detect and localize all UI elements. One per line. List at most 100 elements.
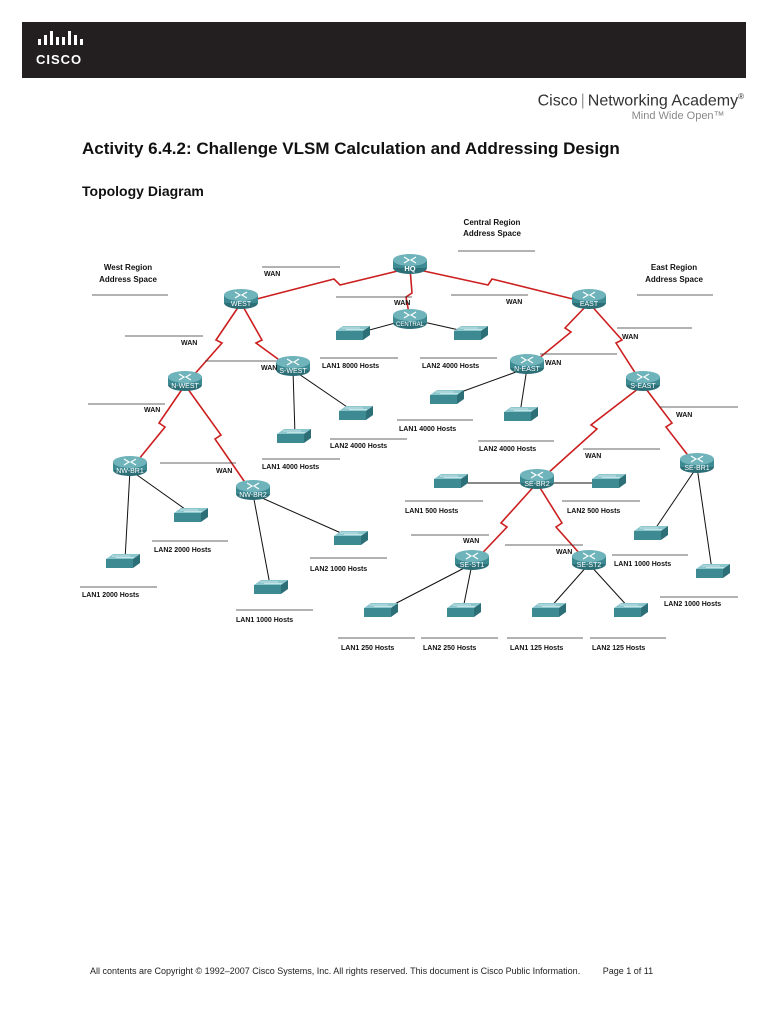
router-s-west[interactable]: S-WEST xyxy=(275,355,311,377)
lan-label: LAN1 500 Hosts xyxy=(405,508,458,515)
section-title: Topology Diagram xyxy=(82,183,204,199)
lan-label: LAN1 1000 Hosts xyxy=(236,617,293,624)
router-se-br1[interactable]: SE-BR1 xyxy=(679,452,715,474)
region-central-line1: Central Region xyxy=(464,218,521,227)
lan-label: LAN2 125 Hosts xyxy=(592,645,645,652)
region-central-line2: Address Space xyxy=(463,229,521,238)
switch-icon[interactable] xyxy=(363,602,399,618)
router-west[interactable]: WEST xyxy=(223,288,259,310)
router-label: HQ xyxy=(404,264,415,273)
page-number: Page 1 of 11 xyxy=(602,966,654,976)
switch-icon[interactable] xyxy=(446,602,482,618)
lan-label: LAN2 4000 Hosts xyxy=(330,443,387,450)
wan-label: WAN xyxy=(144,407,160,414)
wan-label: WAN xyxy=(556,549,572,556)
switch-icon[interactable] xyxy=(633,525,669,541)
router-label: EAST xyxy=(580,301,599,308)
brand-product: Networking Academy xyxy=(587,92,739,110)
cisco-logo-word: CISCO xyxy=(36,52,83,67)
router-label: SE-ST2 xyxy=(577,562,602,569)
region-west-line2: Address Space xyxy=(99,275,157,284)
page-title: Activity 6.4.2: Challenge VLSM Calculati… xyxy=(82,139,620,158)
router-hq[interactable]: HQ xyxy=(392,253,428,275)
switch-icon[interactable] xyxy=(338,405,374,421)
router-central[interactable]: CENTRAL xyxy=(392,308,428,330)
lan-label: LAN1 4000 Hosts xyxy=(399,426,456,433)
switch-icon[interactable] xyxy=(433,473,469,489)
router-n-west[interactable]: N-WEST xyxy=(167,370,203,392)
networking-academy-brand: Cisco|Networking Academy® Mind Wide Open… xyxy=(537,92,744,123)
brand-reg: ® xyxy=(738,92,744,101)
wan-label: WAN xyxy=(506,299,522,306)
switches xyxy=(105,325,731,618)
cisco-bridge-icon xyxy=(38,31,83,45)
router-label: SE-BR1 xyxy=(684,465,709,472)
lan-label: LAN2 250 Hosts xyxy=(423,645,476,652)
topology-diagram: HQ WEST EAST CENTRAL N-WEST S-WEST N-EAS… xyxy=(80,218,738,652)
router-label: S-WEST xyxy=(279,368,307,375)
copyright-text: All contents are Copyright © 1992–2007 C… xyxy=(90,966,581,976)
switch-icon[interactable] xyxy=(173,507,209,523)
router-label: WEST xyxy=(231,301,252,308)
wan-label: WAN xyxy=(264,271,280,278)
lan-label: LAN2 1000 Hosts xyxy=(664,601,721,608)
router-label: S-EAST xyxy=(630,383,656,390)
wan-label: WAN xyxy=(676,412,692,419)
address-blanks xyxy=(80,250,738,639)
lan-label: LAN1 125 Hosts xyxy=(510,645,563,652)
router-label: SE-ST1 xyxy=(460,562,485,569)
wan-label: WAN xyxy=(261,365,277,372)
switch-icon[interactable] xyxy=(335,325,371,341)
region-west-line1: West Region xyxy=(104,263,152,272)
lan-label: LAN2 4000 Hosts xyxy=(479,446,536,453)
lan-label: LAN1 1000 Hosts xyxy=(614,561,671,568)
router-label: NW-BR1 xyxy=(116,468,144,475)
brand-tagline: Mind Wide Open™ xyxy=(631,110,725,123)
switch-icon[interactable] xyxy=(531,602,567,618)
lan-label: LAN2 1000 Hosts xyxy=(310,566,367,573)
switch-icon[interactable] xyxy=(333,530,369,546)
router-label: CENTRAL xyxy=(396,322,425,328)
region-east-line1: East Region xyxy=(651,263,697,272)
router-s-east[interactable]: S-EAST xyxy=(625,370,661,392)
wan-label: WAN xyxy=(622,334,638,341)
wan-label: WAN xyxy=(545,360,561,367)
region-east-line2: Address Space xyxy=(645,275,703,284)
wan-label: WAN xyxy=(216,468,232,475)
switch-icon[interactable] xyxy=(695,563,731,579)
lan-label: LAN2 500 Hosts xyxy=(567,508,620,515)
router-se-st2[interactable]: SE-ST2 xyxy=(571,549,607,571)
switch-icon[interactable] xyxy=(276,428,312,444)
switch-icon[interactable] xyxy=(105,553,141,569)
router-nw-br1[interactable]: NW-BR1 xyxy=(112,455,148,477)
lan-label: LAN2 4000 Hosts xyxy=(422,363,479,370)
switch-icon[interactable] xyxy=(253,579,289,595)
router-label: N-EAST xyxy=(514,366,540,373)
wan-label: WAN xyxy=(585,453,601,460)
switch-icon[interactable] xyxy=(453,325,489,341)
lan-label: LAN1 2000 Hosts xyxy=(82,592,139,599)
lan-label: LAN1 4000 Hosts xyxy=(262,464,319,471)
wan-label: WAN xyxy=(181,340,197,347)
cisco-logo: CISCO xyxy=(36,30,126,70)
router-label: NW-BR2 xyxy=(239,492,267,499)
router-se-br2[interactable]: SE-BR2 xyxy=(519,468,555,490)
lan-label: LAN2 2000 Hosts xyxy=(154,547,211,554)
router-n-east[interactable]: N-EAST xyxy=(509,353,545,375)
switch-icon[interactable] xyxy=(503,406,539,422)
lan-label: LAN1 8000 Hosts xyxy=(322,363,379,370)
router-label: N-WEST xyxy=(171,383,199,390)
wan-links xyxy=(129,267,698,565)
lan-label: LAN1 250 Hosts xyxy=(341,645,394,652)
brand-name: Cisco xyxy=(537,92,578,110)
router-se-st1[interactable]: SE-ST1 xyxy=(454,549,490,571)
switch-icon[interactable] xyxy=(591,473,627,489)
router-nw-br2[interactable]: NW-BR2 xyxy=(235,479,271,501)
wan-label: WAN xyxy=(394,300,410,307)
router-label: SE-BR2 xyxy=(524,481,549,488)
switch-icon[interactable] xyxy=(613,602,649,618)
switch-icon[interactable] xyxy=(429,389,465,405)
wan-label: WAN xyxy=(463,538,479,545)
router-east[interactable]: EAST xyxy=(571,288,607,310)
page-footer: All contents are Copyright © 1992–2007 C… xyxy=(90,966,653,976)
